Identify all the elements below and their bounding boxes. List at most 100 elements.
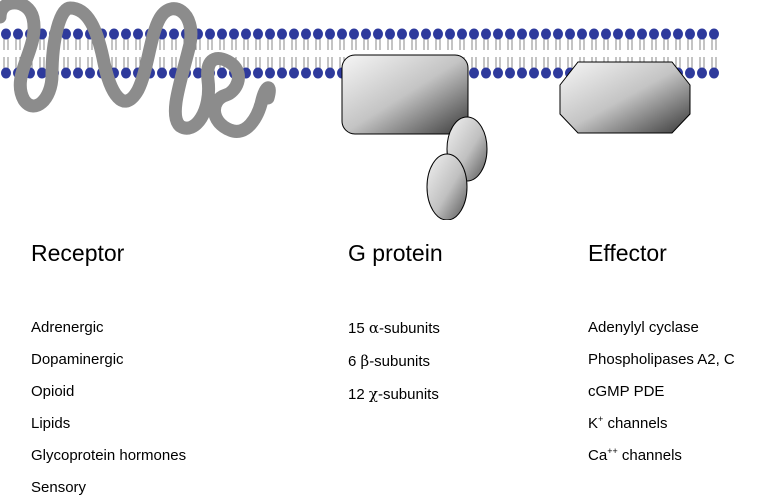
- lipid-head: [313, 67, 323, 79]
- lipid-head: [433, 28, 443, 40]
- lipid-tail: [279, 39, 285, 50]
- lipid-head: [121, 67, 131, 79]
- lipid-head: [217, 28, 227, 40]
- lipid-head: [373, 28, 383, 40]
- lipid-head: [517, 28, 527, 40]
- lipid-tail: [87, 39, 93, 50]
- lipid-tail: [399, 39, 405, 50]
- lipid-head: [613, 28, 623, 40]
- lipid-tail: [651, 39, 657, 50]
- effector-item: Ca++ channels: [588, 446, 682, 465]
- lipid-tail: [627, 39, 633, 50]
- lipid-tail: [615, 39, 621, 50]
- lipid-tail: [255, 39, 261, 50]
- lipid-tail: [159, 57, 165, 68]
- lipid-tail: [243, 57, 249, 68]
- lipid-head: [73, 28, 83, 40]
- lipid-tail: [711, 57, 717, 68]
- lipid-tail: [555, 39, 561, 50]
- lipid-tail: [423, 39, 429, 50]
- effector-item: Adenylyl cyclase: [588, 319, 699, 336]
- lipid-head: [325, 67, 335, 79]
- lipid-head: [397, 28, 407, 40]
- lipid-head: [697, 28, 707, 40]
- lipid-tail: [687, 57, 693, 68]
- lipid-head: [133, 28, 143, 40]
- g-protein-item: 15 α-subunits: [348, 319, 440, 337]
- lipid-head: [109, 28, 119, 40]
- lipid-head: [481, 67, 491, 79]
- lipid-tail: [219, 39, 225, 50]
- lipid-head: [529, 28, 539, 40]
- lipid-tail: [135, 39, 141, 50]
- lipid-tail: [15, 39, 21, 50]
- receptor-column: Receptor Adrenergic Dopaminergic Opioid …: [31, 236, 186, 496]
- lipid-head: [661, 28, 671, 40]
- lipid-head: [13, 28, 23, 40]
- lipid-head: [421, 28, 431, 40]
- lipid-head: [685, 67, 695, 79]
- serpentine-receptor-icon: [0, 0, 276, 138]
- g-protein-alpha-subunit: [341, 54, 469, 135]
- receptor-item: Sensory: [31, 479, 87, 496]
- lipid-tail: [375, 39, 381, 50]
- receptor-heading: Receptor: [31, 240, 125, 266]
- lipid-tail: [495, 57, 501, 68]
- lipid-head: [553, 28, 563, 40]
- lipid-tail: [471, 57, 477, 68]
- lipid-head: [229, 28, 239, 40]
- lipid-head: [157, 67, 167, 79]
- lipid-head: [469, 28, 479, 40]
- lipid-head: [289, 67, 299, 79]
- lipid-head: [301, 67, 311, 79]
- lipid-tail: [531, 57, 537, 68]
- lipid-tail: [3, 39, 9, 50]
- lipid-head: [253, 67, 263, 79]
- effector-list: Adenylyl cyclase Phospholipases A2, C cG…: [588, 312, 735, 472]
- lipid-head: [505, 28, 515, 40]
- lipid-head: [685, 28, 695, 40]
- lipid-tail: [459, 39, 465, 50]
- membrane-diagram: [0, 0, 719, 220]
- lipid-head: [61, 28, 71, 40]
- lipid-tail: [687, 39, 693, 50]
- lipid-head: [1, 67, 11, 79]
- lipid-tail: [519, 39, 525, 50]
- lipid-tail: [267, 57, 273, 68]
- lipid-tail: [315, 57, 321, 68]
- lipid-head: [637, 28, 647, 40]
- lipid-tail: [75, 39, 81, 50]
- lipid-tail: [483, 57, 489, 68]
- effector-item: Phospholipases A2, C: [588, 351, 735, 368]
- receptor-item: Dopaminergic: [31, 351, 124, 368]
- receptor-item: Lipids: [31, 415, 71, 432]
- lipid-tail: [555, 57, 561, 68]
- lipid-head: [493, 67, 503, 79]
- lipid-tail: [111, 57, 117, 68]
- lipid-head: [73, 67, 83, 79]
- lipid-head: [205, 28, 215, 40]
- effector-item: K+ channels: [588, 414, 668, 433]
- lipid-head: [301, 28, 311, 40]
- lipid-tail: [123, 57, 129, 68]
- lipid-tail: [171, 57, 177, 68]
- lipid-tail: [663, 39, 669, 50]
- lipid-head: [37, 67, 47, 79]
- g-protein-icon: [341, 54, 488, 220]
- lipid-head: [529, 67, 539, 79]
- lipid-head: [649, 28, 659, 40]
- lipid-head: [505, 67, 515, 79]
- g-protein-column: G protein 15 α-subunits 6 β-subunits 12 …: [348, 236, 443, 403]
- lipid-head: [457, 28, 467, 40]
- lipid-head: [577, 28, 587, 40]
- lipid-tail: [339, 39, 345, 50]
- lipid-tail: [75, 57, 81, 68]
- lipid-head: [385, 28, 395, 40]
- lipid-head: [445, 28, 455, 40]
- lipid-tail: [471, 39, 477, 50]
- lipid-head: [61, 67, 71, 79]
- lipid-head: [673, 28, 683, 40]
- lipid-tail: [711, 39, 717, 50]
- lipid-head: [565, 28, 575, 40]
- lipid-tail: [579, 39, 585, 50]
